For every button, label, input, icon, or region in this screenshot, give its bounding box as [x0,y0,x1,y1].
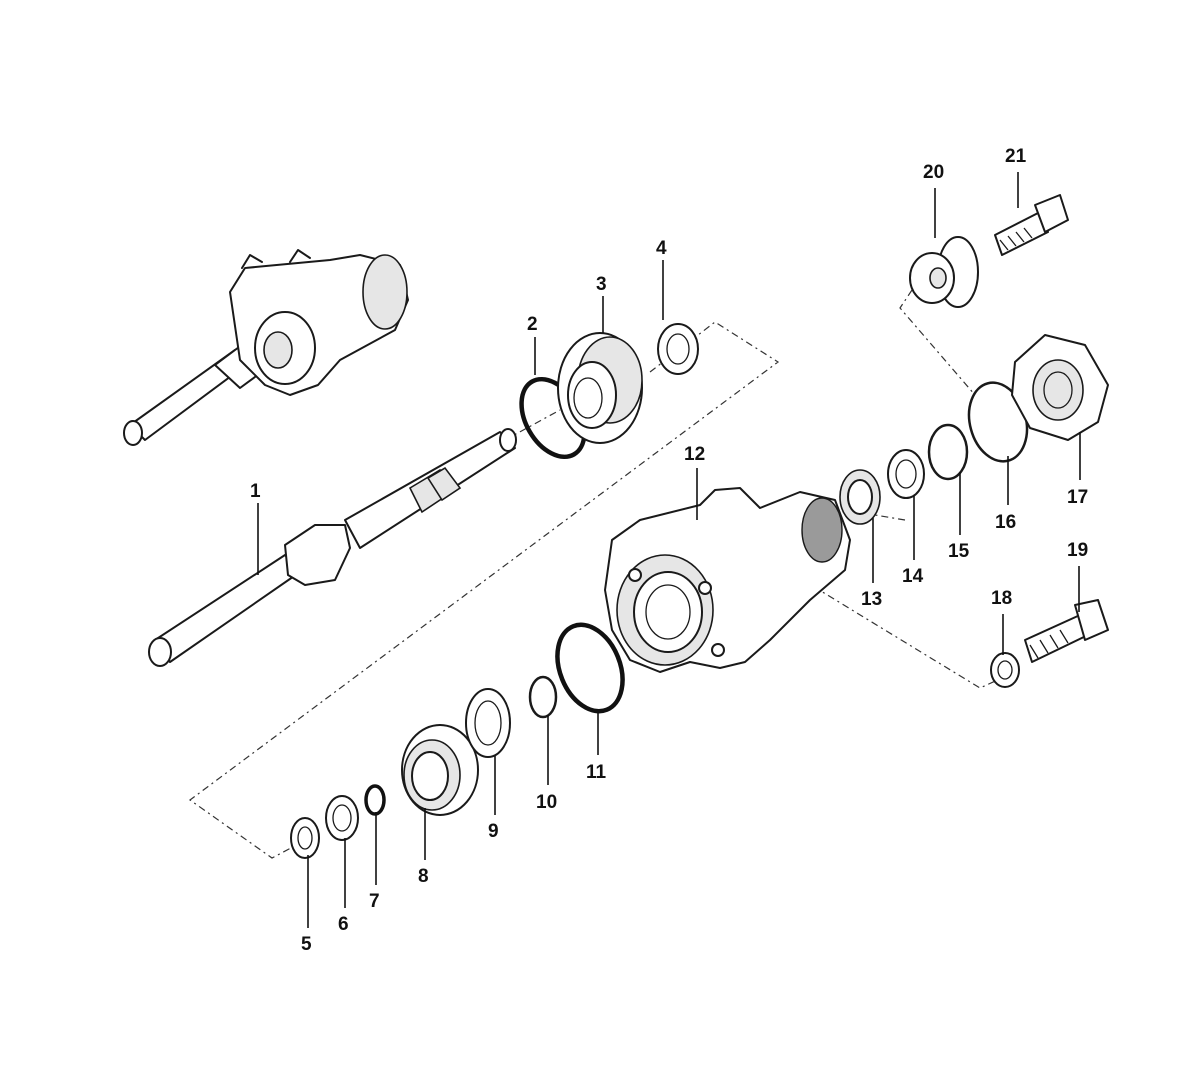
callout-11: 11 [586,762,607,783]
part-14-lock-ring [887,449,925,499]
part-12-valve-housing [604,487,851,673]
callout-9: 9 [488,821,499,842]
part-18-washer [990,652,1020,688]
callout-14: 14 [902,566,924,587]
part-6-washer [325,795,359,841]
part-21-bolt [994,194,1069,256]
callout-4: 4 [656,238,667,259]
part-5-lock-ring [290,817,320,859]
part-17-hex-nut [1011,334,1109,441]
part-19-bolt [1024,599,1109,663]
part-9-lock-ring [465,688,511,758]
part-3-bushing [557,332,643,444]
callout-2: 2 [527,314,538,335]
callout-16: 16 [995,512,1016,533]
callout-1: 1 [250,481,261,502]
callout-6: 6 [338,914,349,935]
leader-lines [257,172,1081,928]
part-11-o-ring [555,622,625,714]
callout-20: 20 [923,162,944,183]
callout-21: 21 [1005,146,1027,167]
callout-13: 13 [861,589,882,610]
part-15-circlip [927,423,969,481]
callout-5: 5 [301,934,312,955]
callout-3: 3 [596,274,607,295]
callout-17: 17 [1067,487,1088,508]
callout-7: 7 [369,891,380,912]
callout-18: 18 [991,588,1012,609]
part-13-seal [839,469,881,525]
callout-10: 10 [536,792,557,813]
part-7-o-ring [364,784,386,816]
part-4-lock-ring [657,323,699,375]
part-10-circlip [528,675,558,719]
callout-15: 15 [948,541,970,562]
callout-labels: 1 2 3 4 5 6 7 8 9 10 11 12 13 14 15 16 1… [250,146,1088,955]
assembly-axis-lines [188,289,1003,859]
callout-19: 19 [1067,540,1088,561]
callout-8: 8 [418,866,429,887]
part-20-bushing [909,236,979,308]
input-shaft [148,428,517,667]
callout-12: 12 [684,444,705,465]
assembled-steering-gear [123,249,409,446]
part-8-bushing [401,724,479,816]
